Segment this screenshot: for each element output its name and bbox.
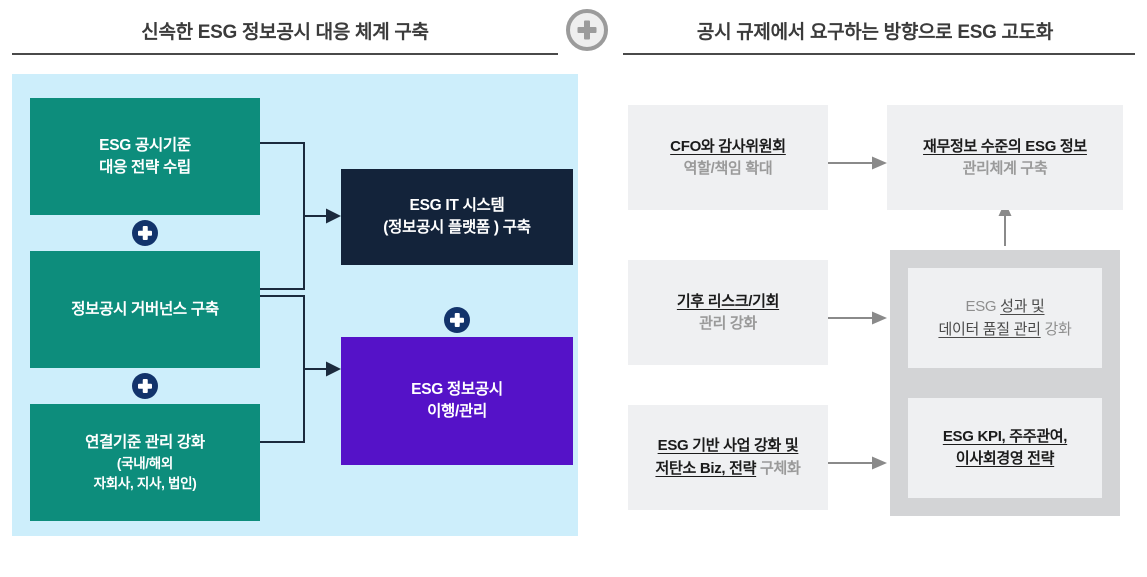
left-section-title: 신속한 ESG 정보공시 대응 체계 구축 [141,22,429,43]
right-section-title: 공시 규제에서 요구하는 방향으로 ESG 고도화 [696,22,1054,43]
right-box-esg-business-line2-dark: 저탄소 Biz, 전략 [655,459,757,477]
right-box-performance-quality-line2: 데이터 품질 관리 강화 [938,318,1071,341]
purple-box-line1: ESG 정보공시 [411,380,503,398]
green-box-consolidation-line3: 자회사, 지사, 법인) [93,475,197,491]
plus-badge-icon-1 [132,220,158,246]
right-box-performance-quality-line1-underlined: 성과 및 [1000,297,1045,315]
navy-box-line2: (정보공시 플랫폼 ) 구축 [383,219,531,236]
right-box-performance-quality-line1-pre: ESG [965,297,1001,315]
right-box-cfo-audit-line1: CFO와 감사위원회 [670,137,786,155]
left-connectors [260,142,341,443]
right-panel: CFO와 감사위원회 역할/책임 확대 기후 리스크/기회 관리 강화 ESG … [600,74,1147,536]
left-title-underline [12,53,558,55]
right-title-underline [623,53,1135,55]
right-box-performance-quality[interactable]: ESG 성과 및 데이터 품질 관리 강화 [908,268,1102,368]
right-box-kpi-governance-line1: ESG KPI, 주주관여, [942,428,1068,446]
navy-box-line1: ESG IT 시스템 [409,196,505,214]
right-box-climate-risk[interactable]: 기후 리스크/기회 관리 강화 [628,260,828,365]
right-box-kpi-governance[interactable]: ESG KPI, 주주관여, 이사회경영 전략 [908,398,1102,498]
plus-circle-icon [566,9,608,51]
left-panel: ESG 공시기준 대응 전략 수립 정보공시 거버넌스 구축 연결기준 관리 강… [12,74,578,536]
green-box-consolidation-line1: 연결기준 관리 강화 [85,434,205,452]
right-box-cfo-audit-line2: 역할/책임 확대 [683,159,773,177]
right-box-esg-business-line2-gray: 구체화 [756,459,801,477]
right-box-performance-quality-line2-post: 강화 [1040,321,1072,338]
green-box-consolidation[interactable]: 연결기준 관리 강화 (국내/해외 자회사, 지사, 법인) [30,404,260,521]
right-box-financial-grade[interactable]: 재무정보 수준의 ESG 정보 관리체계 구축 [887,105,1123,210]
right-box-performance-quality-line2-underlined: 데이터 품질 관리 [938,321,1041,338]
right-box-cfo-audit[interactable]: CFO와 감사위원회 역할/책임 확대 [628,105,828,210]
green-box-governance-line1: 정보공시 거버넌스 구축 [71,300,219,318]
purple-box-line2: 이행/관리 [427,403,487,420]
plus-badge-icon-2 [132,373,158,399]
green-box-governance[interactable]: 정보공시 거버넌스 구축 [30,251,260,368]
plus-badge-icon-3 [444,307,470,333]
right-box-esg-business[interactable]: ESG 기반 사업 강화 및 저탄소 Biz, 전략 구체화 [628,405,828,510]
green-box-consolidation-line2: (국내/해외 [116,456,174,472]
right-box-performance-quality-line1: ESG 성과 및 [965,295,1044,318]
green-box-strategy-line2: 대응 전략 수립 [99,158,191,176]
navy-box-it-system[interactable]: ESG IT 시스템 (정보공시 플랫폼 ) 구축 [341,169,573,265]
right-box-climate-risk-line2: 관리 강화 [699,314,757,332]
green-box-strategy[interactable]: ESG 공시기준 대응 전략 수립 [30,98,260,215]
right-connectors [828,156,1012,470]
green-box-strategy-line1: ESG 공시기준 [99,136,191,154]
right-box-esg-business-line1: ESG 기반 사업 강화 및 [657,437,799,455]
right-box-kpi-governance-line2: 이사회경영 전략 [955,450,1055,467]
right-box-financial-grade-line2: 관리체계 구축 [962,159,1048,177]
right-box-climate-risk-line1: 기후 리스크/기회 [676,292,780,310]
right-box-financial-grade-line1: 재무정보 수준의 ESG 정보 [923,137,1087,155]
purple-box-disclosure[interactable]: ESG 정보공시 이행/관리 [341,337,573,465]
right-box-esg-business-line2: 저탄소 Biz, 전략 구체화 [655,457,800,480]
